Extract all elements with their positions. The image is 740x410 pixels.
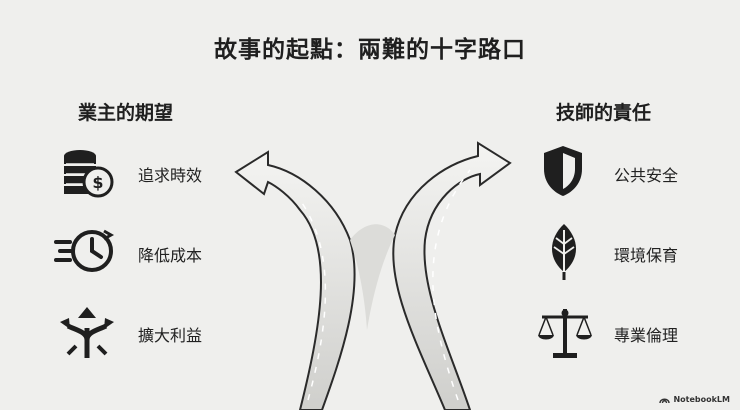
leaf-icon bbox=[551, 224, 577, 280]
left-item-label: 擴大利益 bbox=[138, 326, 203, 345]
split-arrows-icon bbox=[60, 307, 114, 358]
right-column-heading: 技師的責任 bbox=[556, 102, 652, 124]
svg-text:$: $ bbox=[92, 173, 103, 192]
right-item-label: 公共安全 bbox=[614, 166, 679, 185]
road-center-line-left bbox=[299, 199, 327, 401]
notebooklm-logo-icon bbox=[659, 398, 671, 403]
balance-scale-icon bbox=[538, 309, 592, 358]
right-item-label: 專業倫理 bbox=[614, 326, 679, 345]
shield-icon bbox=[544, 146, 582, 196]
left-item-label: 追求時效 bbox=[138, 166, 203, 185]
fast-clock-icon bbox=[54, 229, 115, 272]
road-fork-center bbox=[350, 224, 395, 330]
left-road-branch bbox=[234, 150, 356, 410]
slide-title: 故事的起點：兩難的十字路口 bbox=[214, 37, 526, 63]
right-road-branch bbox=[392, 141, 512, 410]
left-column-heading: 業主的期望 bbox=[78, 102, 174, 124]
coin-stack-dollar-icon: $ bbox=[64, 150, 114, 198]
brand-label: NotebookLM bbox=[673, 395, 730, 404]
road-center-line-right bbox=[432, 169, 471, 401]
left-item-label: 降低成本 bbox=[138, 246, 203, 265]
right-item-label: 環境保育 bbox=[614, 246, 679, 265]
notebooklm-brand: NotebookLM bbox=[659, 395, 730, 404]
